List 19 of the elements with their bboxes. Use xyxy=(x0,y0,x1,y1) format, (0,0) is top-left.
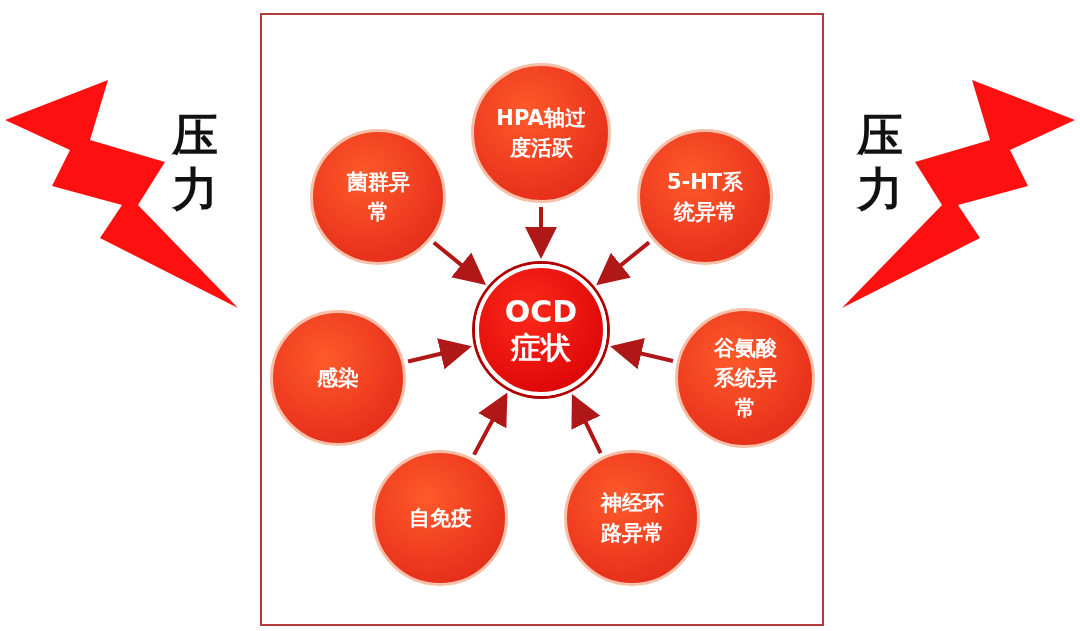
arrow xyxy=(407,338,472,370)
stress-label: 压力 xyxy=(172,108,219,216)
stress-label: 压力 xyxy=(857,108,904,216)
circle-label: 神经环路异常 xyxy=(599,490,665,547)
circle-label: 自免疫 xyxy=(407,505,473,532)
circle-label: 感染 xyxy=(316,365,360,392)
circle-label: HPA轴过度活跃 xyxy=(495,105,587,162)
arrow xyxy=(610,338,674,370)
arrow xyxy=(596,240,651,286)
circle-label: OCD xyxy=(503,294,579,330)
circle-label: 谷氨酸系统异常 xyxy=(712,335,778,422)
center-circle xyxy=(475,264,607,396)
arrow xyxy=(472,392,508,456)
arrow xyxy=(432,240,486,286)
circle-label: 菌群异常 xyxy=(345,169,411,226)
arrow xyxy=(525,207,557,259)
circle-label: 症状 xyxy=(509,330,572,366)
circle-label: 5-HT系统异常 xyxy=(665,169,745,226)
arrow xyxy=(571,393,603,455)
